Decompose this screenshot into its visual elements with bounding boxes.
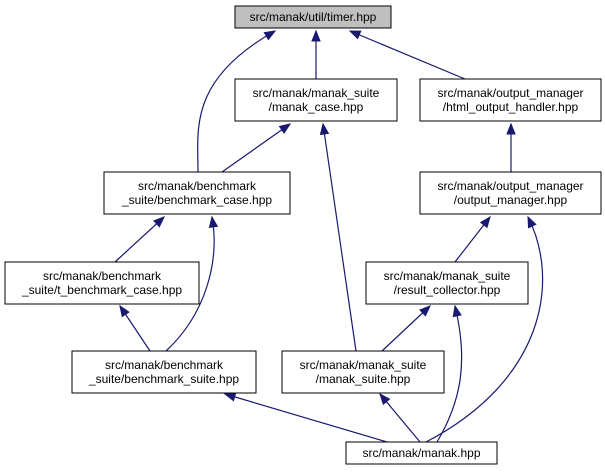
edge-manak_suite-to-manak_case: [322, 123, 357, 352]
node-label-line: src/manak/benchmark: [43, 269, 162, 283]
node-label-line: src/manak/manak.hpp: [362, 446, 480, 460]
edge-benchmark_case-to-manak_case-arrowhead: [278, 123, 292, 134]
node-label-line: /manak_suite.hpp: [316, 372, 411, 386]
node-timer[interactable]: src/manak/util/timer.hpp: [234, 5, 392, 29]
edge-benchmark_case-to-manak_case: [221, 123, 291, 173]
node-box: [345, 441, 498, 465]
node-box: [419, 171, 602, 215]
node-box: [103, 171, 291, 215]
node-label-line: /result_collector.hpp: [394, 283, 501, 297]
node-box: [365, 261, 529, 305]
edge-benchmark_case-to-timer: [197, 30, 276, 173]
edge-manak-to-output_manager-arrowhead: [527, 215, 537, 229]
node-box: [281, 350, 445, 394]
edge-output_manager-to-html_output_handler-arrowhead: [506, 122, 516, 135]
edge-manak-to-result_collector-arrowhead: [452, 304, 462, 318]
edge-result_collector-to-output_manager-arrowhead: [479, 215, 491, 229]
node-label-line: _suite/benchmark_suite.hpp: [88, 372, 239, 386]
nodes-layer: src/manak/util/timer.hpp src/manak/manak_…: [4, 5, 602, 465]
edge-html_output_handler-to-timer: [349, 30, 466, 80]
node-label-line: _suite/t_benchmark_case.hpp: [21, 283, 182, 297]
node-box: [71, 350, 257, 394]
node-result-collector[interactable]: src/manak/manak_suite/result_collector.h…: [365, 261, 529, 305]
edge-t_benchmark_case-to-benchmark_case-arrowhead: [153, 216, 165, 228]
node-label-line: /manak_case.hpp: [269, 100, 364, 114]
node-label-line: src/manak/output_manager: [437, 86, 583, 100]
node-benchmark-case[interactable]: src/manak/benchmark_suite/benchmark_case…: [103, 171, 291, 215]
edge-html_output_handler-to-timer-arrowhead: [348, 30, 362, 40]
edge-manak_suite-to-result_collector-arrowhead: [419, 305, 431, 317]
node-manak[interactable]: src/manak/manak.hpp: [345, 441, 498, 465]
node-benchmark-suite[interactable]: src/manak/benchmark_suite/benchmark_suit…: [71, 350, 257, 394]
edge-manak_case-to-timer-arrowhead: [311, 29, 321, 42]
node-output-manager[interactable]: src/manak/output_manager/output_manager.…: [419, 171, 602, 215]
edge-t_benchmark_case-to-benchmark_case: [114, 216, 165, 263]
node-label-line: src/manak/manak_suite: [300, 358, 427, 372]
node-label-line: /output_manager.hpp: [454, 193, 568, 207]
node-label-line: src/manak/output_manager: [437, 179, 583, 193]
node-label-line: src/manak/util/timer.hpp: [250, 10, 377, 24]
node-box: [419, 78, 602, 122]
node-label-line: src/manak/benchmark: [138, 179, 257, 193]
node-manak-case[interactable]: src/manak/manak_suite/manak_case.hpp: [234, 78, 398, 122]
edge-benchmark_suite-to-benchmark_case-arrowhead: [208, 215, 219, 229]
edge-manak-to-result_collector: [436, 305, 463, 443]
node-manak-suite[interactable]: src/manak/manak_suite/manak_suite.hpp: [281, 350, 445, 394]
node-box: [234, 5, 392, 29]
node-label-line: src/manak/manak_suite: [384, 269, 511, 283]
node-label-line: src/manak/benchmark: [105, 358, 224, 372]
edge-manak-to-benchmark_suite-arrowhead: [223, 392, 237, 402]
edge-manak_suite-to-manak_case-arrowhead: [319, 122, 330, 136]
edges-layer: [114, 29, 544, 443]
edge-manak-to-benchmark_suite: [224, 393, 388, 443]
edge-manak-to-output_manager: [425, 216, 544, 443]
node-box: [4, 261, 200, 305]
edge-benchmark_suite-to-t_benchmark_case-arrowhead: [119, 304, 130, 318]
node-label-line: /html_output_handler.hpp: [443, 100, 579, 114]
edge-manak-to-manak_suite-arrowhead: [379, 392, 391, 406]
node-box: [234, 78, 398, 122]
node-label-line: _suite/benchmark_case.hpp: [121, 193, 272, 207]
node-html-output-handler[interactable]: src/manak/output_manager/html_output_han…: [419, 78, 602, 122]
edge-manak_suite-to-result_collector: [381, 305, 431, 352]
node-label-line: src/manak/manak_suite: [253, 86, 380, 100]
node-t-benchmark-case[interactable]: src/manak/benchmark_suite/t_benchmark_ca…: [4, 261, 200, 305]
edge-benchmark_case-to-timer-arrowhead: [263, 30, 277, 41]
edge-benchmark_suite-to-benchmark_case: [165, 216, 215, 352]
